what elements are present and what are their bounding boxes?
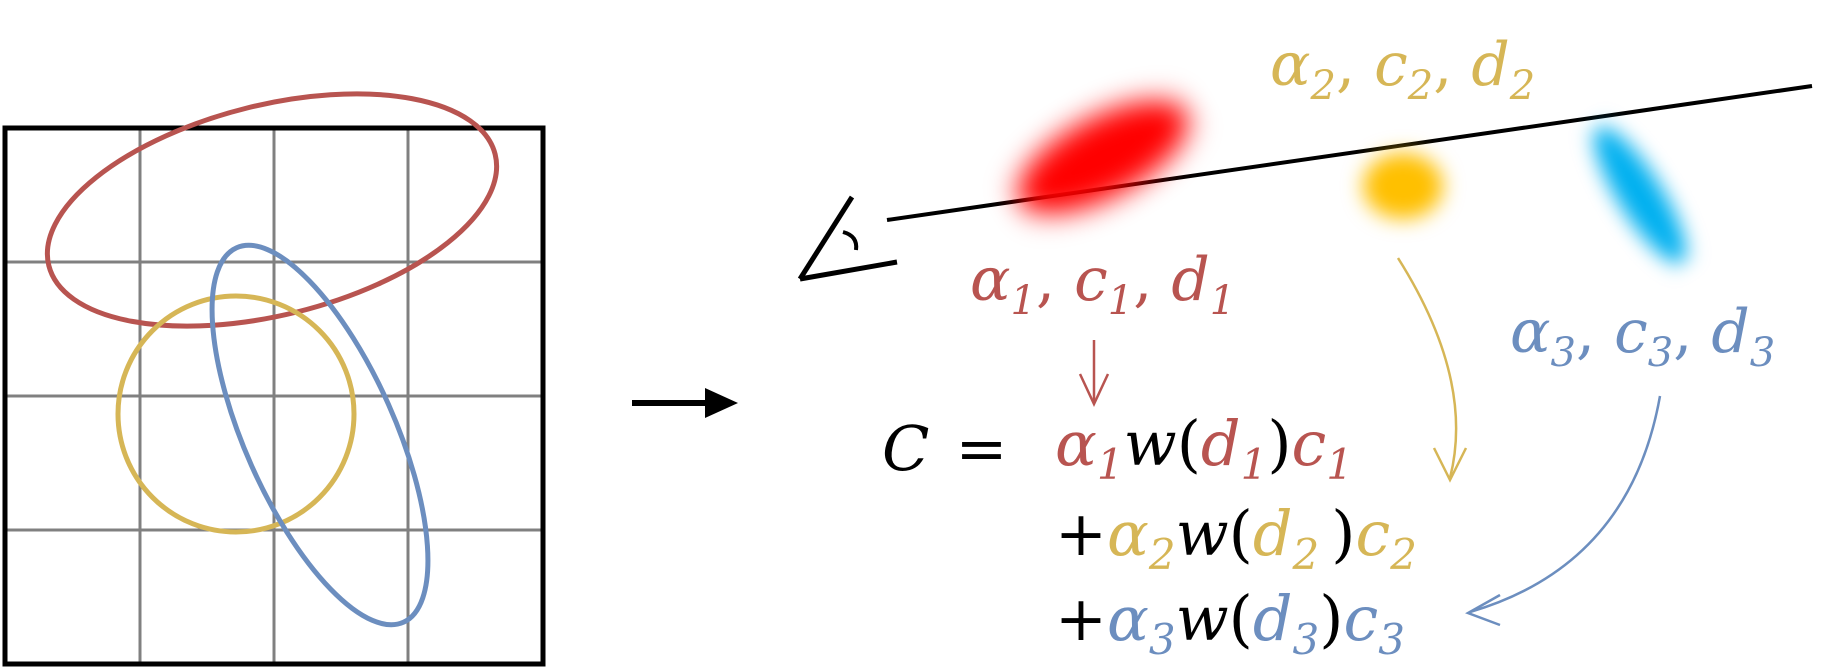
gaussian-splat-yellow bbox=[1363, 153, 1443, 219]
projected-ellipse-blue bbox=[209, 242, 431, 628]
gaussian-splat-red bbox=[1017, 100, 1189, 214]
pixel-grid bbox=[2, 125, 546, 667]
gaussian-splat-blue bbox=[1593, 126, 1687, 264]
label-gaussian-1: α1, c1, d1 bbox=[970, 245, 1235, 324]
equation-term-1: α1w(d1)c1 bbox=[1055, 407, 1353, 489]
arrow-blue-to-term-3 bbox=[1465, 395, 1662, 627]
equation-term-3: +α3w(d3)c3 bbox=[1055, 582, 1405, 664]
projected-ellipse-red bbox=[44, 91, 500, 329]
equation-lhs: C= bbox=[882, 412, 1007, 485]
label-gaussian-3: α3, c3, d3 bbox=[1510, 297, 1775, 376]
camera-icon bbox=[797, 195, 898, 282]
grid-border bbox=[2, 125, 546, 667]
arrow-red-to-term-1 bbox=[1078, 340, 1110, 407]
equation-term-2: +α2w(d2)c2 bbox=[1055, 497, 1417, 579]
right-arrow bbox=[632, 388, 738, 418]
projected-circle-yellow bbox=[115, 293, 357, 535]
arrow-yellow-to-term-2 bbox=[1396, 257, 1468, 483]
label-gaussian-2: α2, c2, d2 bbox=[1270, 30, 1535, 109]
